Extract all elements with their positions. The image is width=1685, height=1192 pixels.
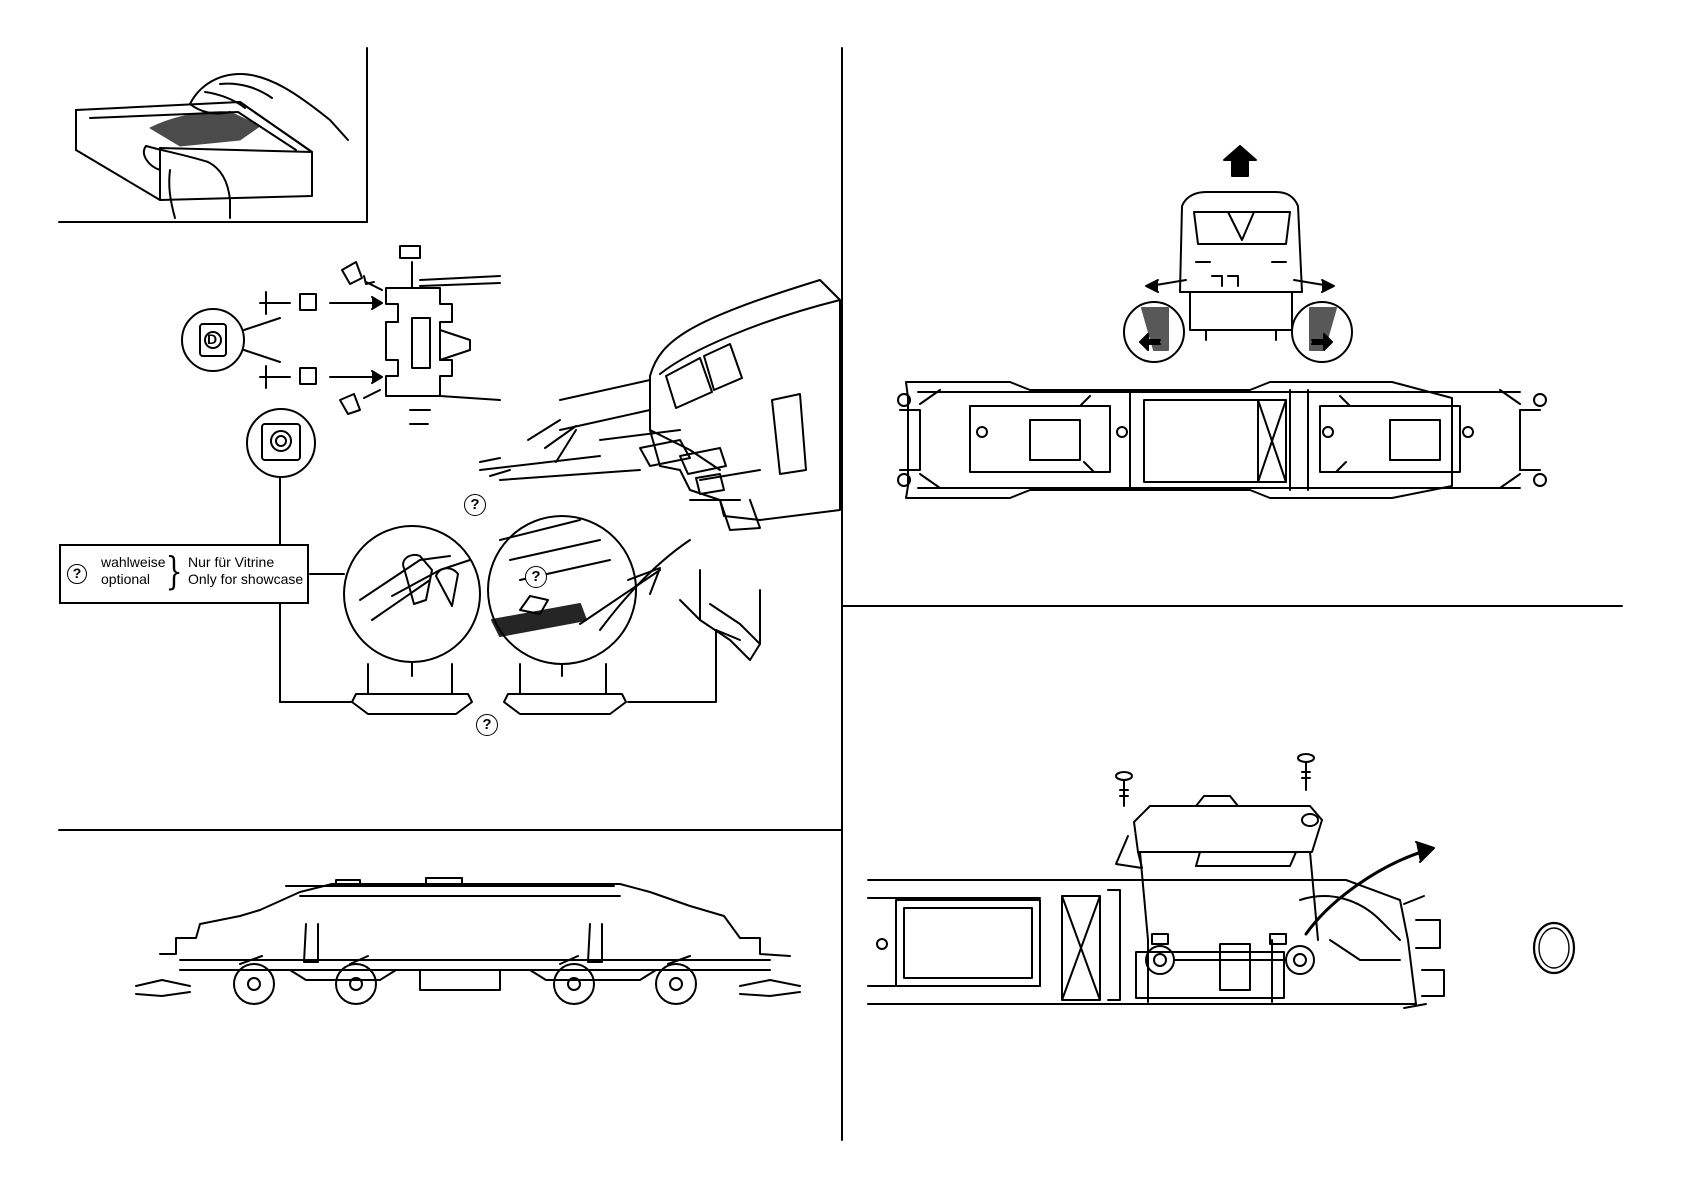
legend-brace: }: [166, 551, 183, 591]
legend-showcase: Only for showcase: [188, 571, 303, 588]
optional-symbol: ?: [67, 564, 87, 584]
hand-box-icon: [76, 74, 348, 218]
optional-marker-2: ?: [525, 566, 547, 588]
optional-marker-1: ?: [464, 494, 486, 516]
legend-wahlweise: wahlweise: [101, 554, 166, 571]
bogie-icon: [136, 878, 800, 1004]
legend-box: ? wahlweise optional } Nur für Vitrine O…: [59, 544, 309, 604]
locomotive-cab-icon: [650, 280, 840, 520]
optional-marker-3: ?: [476, 714, 498, 736]
detail-circle-part: [247, 409, 315, 477]
chassis-top-view: [898, 382, 1546, 498]
legend-right-text: Nur für Vitrine Only for showcase: [188, 554, 303, 588]
legend-optional: optional: [101, 571, 166, 588]
legend-vitrine: Nur für Vitrine: [188, 554, 303, 571]
traction-tyre-icon: [1534, 923, 1574, 973]
legend-left-text: wahlweise optional: [101, 554, 166, 588]
motor-cover-view: [868, 754, 1444, 1008]
coupler-detail-circles: [344, 516, 690, 676]
body-removal-view: [1124, 146, 1352, 362]
detail-letter-d: D: [207, 331, 217, 347]
